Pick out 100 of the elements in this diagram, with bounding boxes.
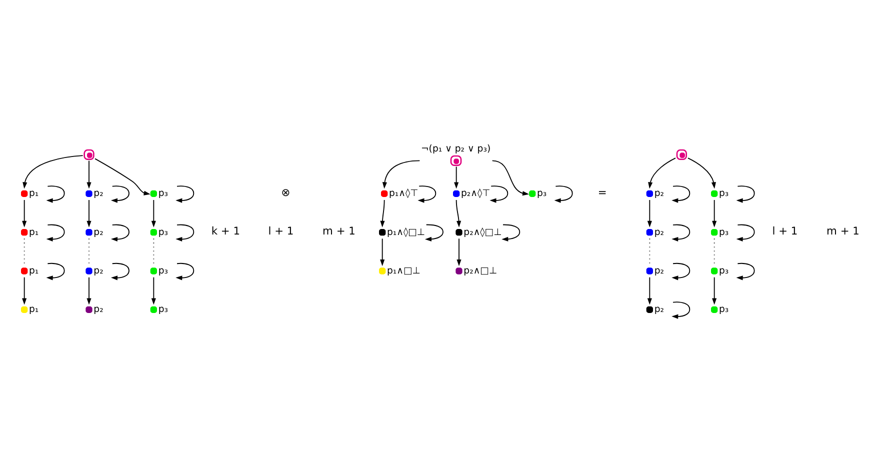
node-label: p₁: [29, 304, 39, 316]
arrow: [672, 224, 690, 242]
node-label: p₁∧□⊥: [387, 265, 420, 276]
arrow: [736, 262, 755, 280]
node-circle: [21, 190, 28, 197]
node-label: p₂: [94, 188, 104, 200]
node-circle: [711, 268, 718, 274]
node-circle: [150, 268, 157, 274]
arrow: [672, 186, 690, 203]
node-circle: [150, 306, 157, 313]
arrow: [736, 224, 755, 242]
node-label: p₁∧◊⊤: [389, 188, 418, 200]
node-label: p₂: [654, 304, 664, 316]
arrow: [94, 158, 150, 196]
label: l + 1: [772, 224, 798, 238]
arrow: [110, 262, 130, 280]
node-label: p₃: [158, 188, 168, 200]
node-circle: [21, 306, 28, 313]
arrow: [688, 158, 716, 189]
node-circle: [646, 229, 653, 236]
arrow: [176, 262, 194, 280]
node-circle: [711, 190, 718, 197]
label: m + 1: [322, 224, 356, 238]
node-label: p₃: [719, 188, 729, 200]
arrow: [86, 276, 92, 305]
arrow: [456, 238, 462, 266]
node-label: p₁∧◊□⊥: [387, 226, 426, 238]
node-circle: [711, 306, 718, 313]
arrow: [672, 302, 690, 319]
node-label: p₂∧□⊥: [464, 265, 498, 276]
arrow: [647, 200, 652, 228]
node-label: p₃: [719, 265, 729, 276]
arrow: [46, 224, 65, 242]
node-circle: [86, 306, 92, 313]
node-label: p₃: [719, 226, 729, 238]
node-circle: [529, 190, 536, 197]
node-circle: [86, 268, 92, 274]
node-circle: [456, 268, 462, 274]
node-circle: [381, 190, 388, 197]
arrow: [736, 186, 755, 203]
arrow: [647, 276, 652, 305]
arrow: [22, 200, 27, 228]
node-label: p₃: [719, 304, 729, 316]
arrow: [492, 160, 530, 196]
node-circle: [86, 190, 92, 197]
arrow: [86, 160, 92, 189]
arrow: [382, 160, 420, 189]
node-label: p₃: [158, 265, 168, 276]
arrow: [424, 224, 444, 242]
node-circle: [379, 229, 386, 236]
arrow: [110, 224, 130, 242]
arrow: [418, 186, 436, 203]
node-circle: [646, 268, 653, 274]
arrow: [46, 186, 65, 203]
node-label: p₂∧◊□⊥: [464, 226, 502, 238]
node-circle: [21, 229, 28, 236]
node-label: p₃: [158, 304, 168, 316]
arrow: [22, 276, 27, 305]
label: k + 1: [211, 224, 240, 238]
arrow: [86, 200, 92, 228]
arrow: [22, 155, 84, 189]
label: m + 1: [826, 224, 860, 238]
arrow: [176, 186, 194, 203]
label: l + 1: [268, 224, 294, 238]
node-label: p₂: [94, 304, 104, 316]
node-circle: [453, 190, 460, 197]
label: =: [598, 186, 607, 199]
arrow: [46, 262, 65, 280]
arrow: [554, 186, 573, 203]
node-label: p₂: [654, 188, 664, 200]
arrow: [380, 200, 385, 228]
node-label: p₂: [94, 226, 104, 238]
arrow: [151, 200, 156, 228]
arrow: [672, 262, 690, 280]
node-circle: [21, 268, 28, 274]
node-circle: [456, 229, 462, 236]
label: ⊗: [281, 186, 290, 199]
arrow: [151, 276, 156, 305]
node-circle: [711, 229, 718, 236]
node-label: p₁: [29, 188, 39, 200]
node-circle: [86, 229, 92, 236]
node-circle: [150, 190, 157, 197]
arrow: [712, 276, 717, 305]
arrow: [712, 200, 717, 228]
node-label: ¬(p₁ ∨ p₂ ∨ p₃): [421, 143, 491, 154]
node-label: p₂: [94, 265, 104, 276]
arrow: [490, 186, 508, 203]
arrow: [110, 186, 130, 203]
arrow: [380, 238, 385, 266]
arrow: [648, 158, 676, 189]
arrow: [454, 166, 459, 189]
node-circle: [379, 268, 386, 274]
node-circle: [646, 306, 653, 313]
arrow: [456, 200, 462, 228]
node-circle: [150, 229, 157, 236]
node-label: p₂: [654, 226, 664, 238]
arrow: [502, 224, 520, 242]
node-circle: [646, 190, 653, 197]
node-label: p₂∧◊⊤: [461, 188, 490, 200]
node-label: p₃: [537, 188, 547, 200]
